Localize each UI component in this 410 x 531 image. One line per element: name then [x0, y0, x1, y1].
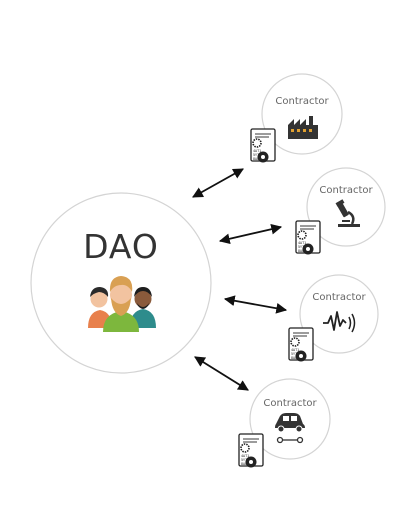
contract-document-gear-icon: 4AT1 5YT2 8ABT [295, 220, 321, 255]
contract-line: 5YT2 [291, 352, 299, 356]
contractor-node-4: Contractor [249, 378, 331, 460]
contract-document-gear-icon: 4AT1 5YT2 8ABT [250, 128, 276, 163]
contract-line: 4AT1 [298, 241, 306, 245]
contractor-label: Contractor [319, 185, 373, 196]
car-icon [275, 413, 305, 433]
contract-line: 5YT2 [253, 153, 261, 157]
contractor-label: Contractor [275, 96, 329, 107]
microscope-icon [335, 199, 360, 227]
factory-icon [288, 116, 318, 139]
contract-line: 8ABT [241, 462, 249, 466]
contract-line: 5YT2 [298, 245, 306, 249]
dao-title: DAO [83, 227, 159, 266]
contractor-node-3: Contractor [299, 274, 379, 354]
contract-line: 4AT1 [241, 454, 249, 458]
contract-document-gear-icon: 4AT1 5YT2 8ABT [238, 433, 264, 468]
people-group-icon [88, 276, 156, 332]
contract-document-gear-icon: 4AT1 5YT2 8ABT [288, 327, 314, 362]
contractor-label: Contractor [312, 292, 366, 303]
dao-node: DAO [30, 192, 212, 374]
route-icon [276, 436, 304, 444]
contractor-node-2: Contractor [306, 167, 386, 247]
arrows [192, 168, 288, 391]
contract-line: 4AT1 [253, 149, 261, 153]
signal-waveform-icon [323, 311, 356, 333]
arrow-to-contractor-3 [223, 295, 288, 314]
arrow-to-contractor-2 [218, 223, 283, 245]
contract-line: 5YT2 [241, 458, 249, 462]
contract-line: 4AT1 [291, 348, 299, 352]
arrow-to-contractor-1 [192, 168, 244, 198]
contractor-node-1: Contractor [261, 73, 343, 155]
contractor-label: Contractor [263, 398, 317, 409]
contract-line: 8ABT [291, 356, 299, 360]
contract-line: 8ABT [253, 157, 261, 161]
contract-line: 8ABT [298, 249, 306, 253]
arrow-to-contractor-4 [194, 356, 249, 391]
